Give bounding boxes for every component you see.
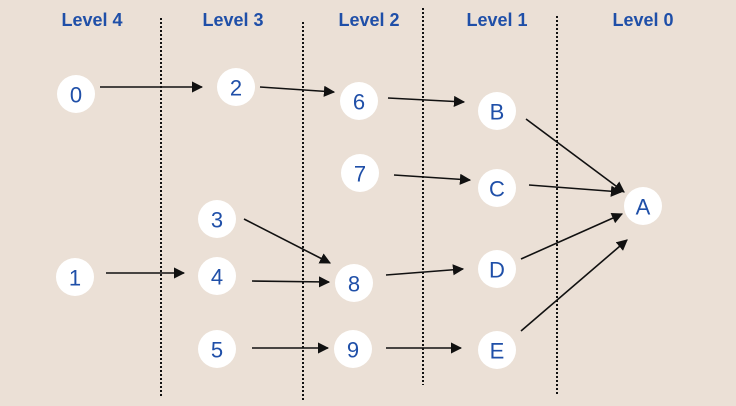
edge-8-D [385, 264, 465, 276]
node-circle [56, 258, 94, 296]
node-label: A [636, 195, 651, 220]
node-label: D [489, 258, 505, 283]
node-circle [624, 187, 662, 225]
edge-4-8 [251, 276, 331, 288]
node-1: 1 [56, 258, 94, 296]
node-label: 2 [230, 76, 242, 101]
node-label: C [489, 177, 505, 202]
node-E: E [478, 331, 516, 369]
edge-7-C [393, 173, 472, 185]
node-D: D [478, 250, 516, 288]
node-label: 1 [69, 266, 81, 291]
node-label: B [490, 100, 505, 125]
node-circle [198, 200, 236, 238]
level-1-title: Level 1 [466, 10, 528, 30]
node-label: 6 [353, 90, 365, 115]
node-5: 5 [198, 330, 236, 368]
node-4: 4 [198, 257, 236, 295]
edge-2-6 [259, 85, 336, 97]
edge-6-B [387, 95, 466, 108]
node-label: 0 [70, 83, 82, 108]
edge-D-A [520, 212, 624, 260]
node-circle [478, 331, 516, 369]
node-0: 0 [57, 75, 95, 113]
node-6: 6 [340, 82, 378, 120]
node-label: E [490, 339, 505, 364]
node-label: 4 [211, 265, 223, 290]
node-A: A [624, 187, 662, 225]
edge-B-A [525, 118, 625, 193]
node-circle [334, 330, 372, 368]
node-label: 3 [211, 208, 223, 233]
edge-3-8 [243, 218, 331, 264]
node-3: 3 [198, 200, 236, 238]
node-circle [478, 250, 516, 288]
node-circle [335, 264, 373, 302]
level-0-title: Level 0 [612, 10, 674, 30]
level-2-title: Level 2 [338, 10, 400, 30]
node-C: C [478, 169, 516, 207]
node-circle [341, 154, 379, 192]
node-circle [478, 92, 516, 130]
node-circle [478, 169, 516, 207]
level-3-title: Level 3 [202, 10, 264, 30]
node-B: B [478, 92, 516, 130]
node-label: 5 [211, 338, 223, 363]
level-4-title: Level 4 [61, 10, 123, 30]
node-7: 7 [341, 154, 379, 192]
edge-C-A [528, 184, 623, 197]
node-label: 8 [348, 272, 360, 297]
node-label: 7 [354, 162, 366, 187]
node-circle [217, 68, 255, 106]
node-circle [198, 257, 236, 295]
edge-E-A [520, 239, 628, 332]
node-circle [57, 75, 95, 113]
node-8: 8 [335, 264, 373, 302]
node-circle [198, 330, 236, 368]
node-label: 9 [347, 338, 359, 363]
node-circle [340, 82, 378, 120]
node-2: 2 [217, 68, 255, 106]
node-9: 9 [334, 330, 372, 368]
